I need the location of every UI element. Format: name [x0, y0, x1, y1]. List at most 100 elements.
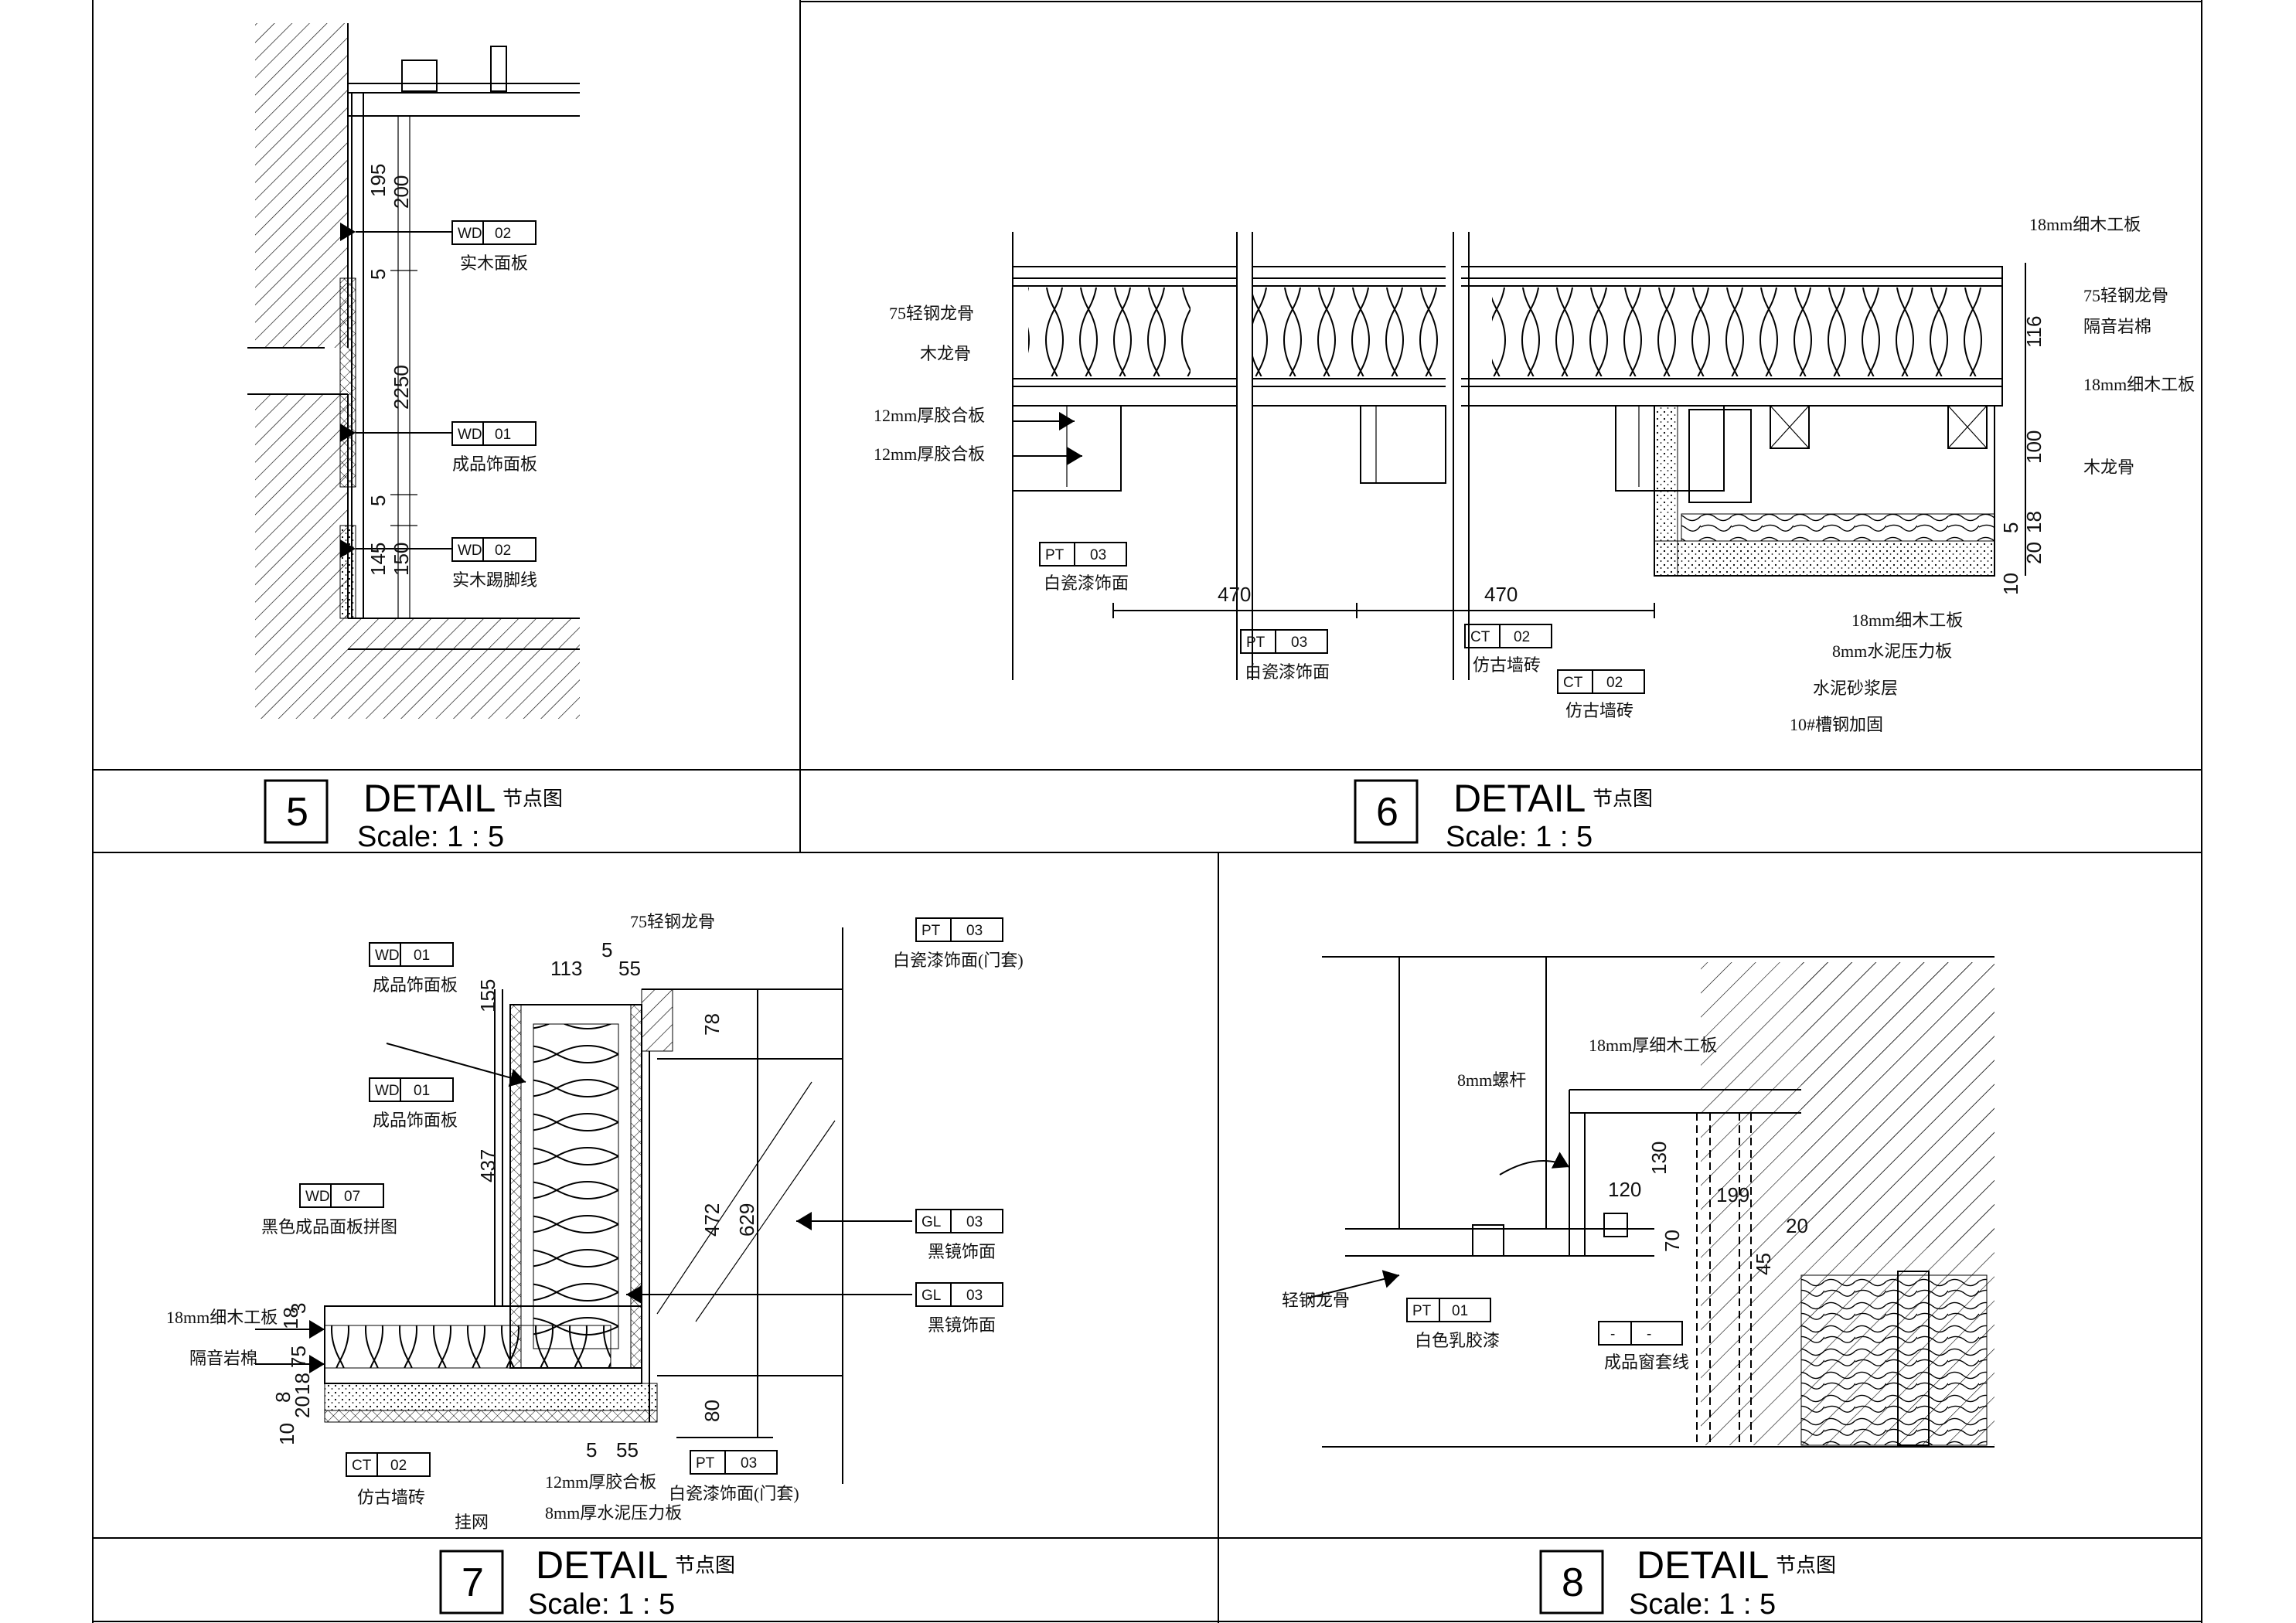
svg-text:03: 03 — [741, 1455, 757, 1472]
detail-5-tag-1: WD 02 实木面板 — [451, 220, 537, 273]
svg-text:隔音岩棉: 隔音岩棉 — [189, 1349, 257, 1368]
svg-text:白瓷漆饰面: 白瓷漆饰面 — [1245, 662, 1330, 682]
svg-text:WD: WD — [305, 1189, 330, 1205]
dim-10: 10 — [1999, 573, 2022, 595]
detail-7-tag-8: PT 03 白瓷漆饰面(门套) — [669, 1450, 799, 1503]
dim-5-bottom: 5 — [366, 495, 390, 506]
svg-text:成品饰面板: 成品饰面板 — [373, 975, 458, 995]
dim-18-bottom: 18 — [291, 1373, 314, 1395]
dim-113: 113 — [550, 957, 582, 980]
dim-78: 78 — [700, 1013, 724, 1036]
detail-7-labels: 75轻钢龙骨 18mm细木工板 隔音岩棉 挂网 12mm厚胶合板 8mm厚水泥压… — [166, 912, 715, 1532]
dim-5-top: 5 — [601, 938, 612, 961]
svg-text:仿古墙砖: 仿古墙砖 — [1565, 701, 1633, 720]
svg-text:02: 02 — [495, 226, 511, 242]
detail-5-title-block: 5 DETAIL 节点图 Scale: 1 : 5 — [264, 777, 563, 853]
svg-text:-: - — [1610, 1326, 1615, 1342]
dim-120: 120 — [1608, 1178, 1641, 1201]
detail-scale: Scale: 1 : 5 — [1629, 1588, 1776, 1621]
svg-text:PT: PT — [1045, 547, 1065, 563]
svg-text:02: 02 — [390, 1458, 407, 1474]
detail-title-cn: 节点图 — [1776, 1554, 1836, 1577]
detail-title: DETAIL — [536, 1543, 668, 1587]
svg-text:白瓷漆饰面: 白瓷漆饰面 — [1044, 573, 1129, 593]
svg-text:PT: PT — [696, 1455, 715, 1472]
dim-437: 437 — [476, 1149, 499, 1182]
svg-text:CT: CT — [352, 1458, 372, 1474]
svg-text:18mm厚细木工板: 18mm厚细木工板 — [1589, 1036, 1717, 1055]
detail-number-box — [439, 1550, 504, 1614]
svg-text:CT: CT — [1470, 629, 1490, 645]
detail-scale: Scale: 1 : 5 — [357, 821, 504, 853]
svg-text:WD: WD — [458, 427, 482, 443]
svg-text:WD: WD — [458, 543, 482, 559]
detail-7-dimensions: 113 5 55 155 437 78 472 629 80 18 3 75 8… — [271, 938, 758, 1461]
dim-18-top: 18 — [279, 1307, 302, 1329]
dim-629: 629 — [735, 1203, 758, 1237]
svg-text:白瓷漆饰面(门套): 白瓷漆饰面(门套) — [893, 951, 1024, 970]
dim-8: 8 — [271, 1392, 295, 1403]
detail-6-tag-3: CT 02 仿古墙砖 — [1464, 624, 1552, 675]
detail-number-box — [1539, 1550, 1604, 1614]
dim-5-bottom: 5 — [586, 1438, 597, 1461]
dim-18: 18 — [2022, 511, 2046, 533]
detail-title: DETAIL — [1637, 1543, 1769, 1587]
svg-text:PT: PT — [1246, 635, 1266, 651]
detail-6-dimensions: 470 470 116 100 5 18 20 10 — [1218, 316, 2046, 606]
svg-text:75轻钢龙骨: 75轻钢龙骨 — [2083, 286, 2168, 305]
svg-text:黑色成品面板拼图: 黑色成品面板拼图 — [261, 1217, 397, 1237]
detail-7-title-block: 7 DETAIL 节点图 Scale: 1 : 5 — [439, 1543, 735, 1621]
svg-text:白瓷漆饰面(门套): 白瓷漆饰面(门套) — [669, 1484, 799, 1503]
dim-3: 3 — [287, 1303, 310, 1314]
svg-text:木龙骨: 木龙骨 — [2083, 458, 2134, 477]
svg-text:实木面板: 实木面板 — [460, 253, 528, 273]
sheet-frame — [92, 0, 2202, 1623]
detail-6-title-block: 6 DETAIL 节点图 Scale: 1 : 5 — [1354, 777, 1653, 853]
svg-text:成品饰面板: 成品饰面板 — [452, 454, 537, 474]
svg-text:8mm厚水泥压力板: 8mm厚水泥压力板 — [545, 1503, 682, 1523]
svg-text:GL: GL — [921, 1214, 941, 1230]
svg-text:-: - — [1647, 1326, 1651, 1342]
detail-7-tag-5: GL 03 黑镜饰面 — [915, 1209, 1003, 1261]
svg-text:10#槽钢加固: 10#槽钢加固 — [1790, 715, 1883, 734]
svg-text:8mm螺杆: 8mm螺杆 — [1457, 1070, 1526, 1090]
svg-text:成品窗套线: 成品窗套线 — [1604, 1352, 1689, 1372]
dim-150: 150 — [390, 543, 413, 576]
detail-7-tag-6: GL 03 黑镜饰面 — [915, 1282, 1003, 1335]
svg-text:01: 01 — [1452, 1303, 1468, 1319]
dim-470-left: 470 — [1218, 583, 1251, 606]
svg-text:01: 01 — [414, 1083, 430, 1099]
svg-text:18mm细木工板: 18mm细木工板 — [1851, 611, 1963, 630]
detail-7-drawing — [255, 927, 912, 1484]
svg-text:03: 03 — [966, 1214, 983, 1230]
detail-number: 5 — [286, 790, 308, 835]
detail-5-drawing — [247, 23, 580, 719]
svg-text:8mm水泥压力板: 8mm水泥压力板 — [1832, 641, 1952, 661]
detail-8-dimensions: 120 130 199 70 20 45 — [1608, 1142, 1808, 1275]
svg-text:PT: PT — [921, 923, 941, 939]
dim-20: 20 — [1786, 1214, 1808, 1237]
detail-6-labels: 75轻钢龙骨 木龙骨 12mm厚胶合板 12mm厚胶合板 18mm细木工板 75… — [874, 215, 2195, 734]
detail-5-tag-2: WD 01 成品饰面板 — [451, 421, 537, 474]
dim-199: 199 — [1716, 1183, 1749, 1206]
detail-title: DETAIL — [1453, 777, 1586, 820]
svg-text:12mm厚胶合板: 12mm厚胶合板 — [874, 444, 985, 464]
detail-8-tag-2: - - 成品窗套线 — [1598, 1321, 1689, 1372]
svg-text:07: 07 — [344, 1189, 360, 1205]
dim-55-top: 55 — [618, 957, 641, 980]
svg-text:GL: GL — [921, 1288, 941, 1304]
svg-text:75轻钢龙骨: 75轻钢龙骨 — [630, 912, 715, 931]
dim-5: 5 — [1999, 522, 2022, 533]
detail-7-tag-1: WD 01 成品饰面板 — [369, 942, 458, 995]
svg-text:18mm细木工板: 18mm细木工板 — [166, 1308, 278, 1327]
detail-number-box — [1354, 779, 1419, 844]
svg-text:02: 02 — [1606, 675, 1623, 691]
dim-55-bottom: 55 — [616, 1438, 639, 1461]
svg-text:黑镜饰面: 黑镜饰面 — [928, 1315, 996, 1335]
svg-text:01: 01 — [495, 427, 511, 443]
svg-text:WD: WD — [458, 226, 482, 242]
dim-100: 100 — [2022, 430, 2046, 464]
svg-text:隔音岩棉: 隔音岩棉 — [2083, 317, 2151, 336]
detail-7-tag-2: WD 01 成品饰面板 — [369, 1077, 458, 1130]
svg-text:木龙骨: 木龙骨 — [920, 344, 971, 363]
